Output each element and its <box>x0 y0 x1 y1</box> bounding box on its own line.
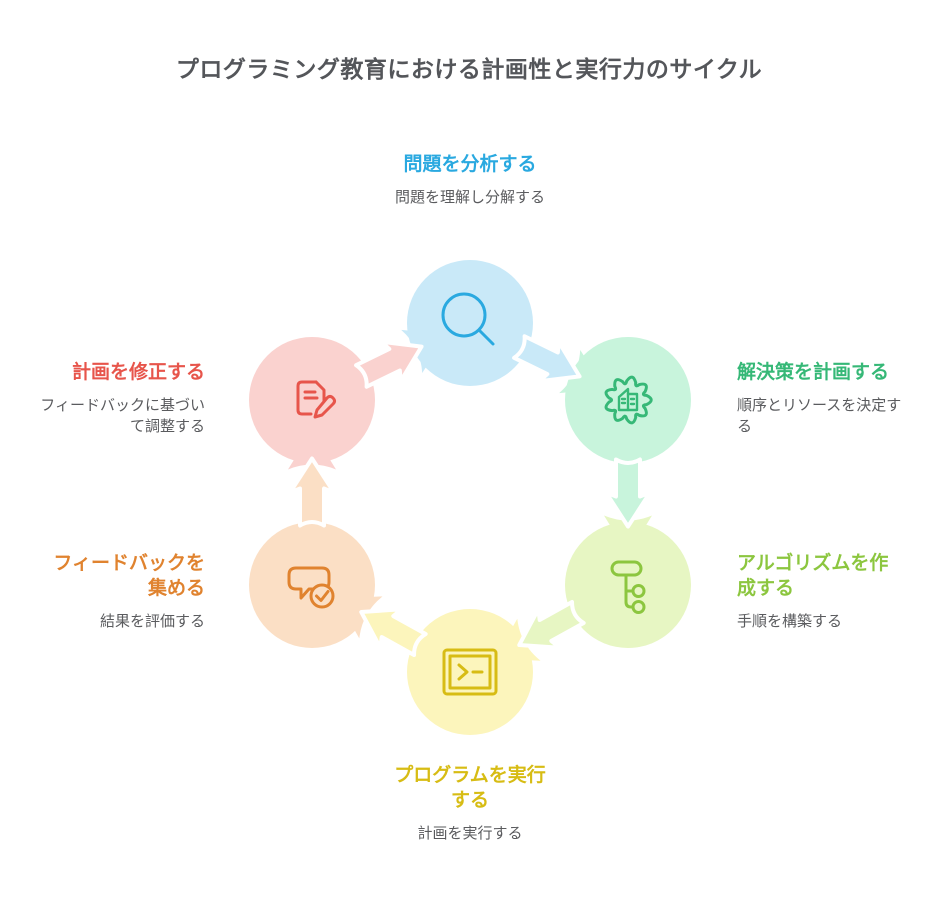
node-description-algorithm: 手順を構築する <box>737 612 843 631</box>
node-title-plan: 解決策を計画する <box>737 361 890 383</box>
node-description-execute: 計画を実行する <box>417 824 523 843</box>
node-label-execute: プログラムを実行する 計画を実行する <box>390 763 550 844</box>
page-title: プログラミング教育における計画性と実行力のサイクル <box>175 57 763 83</box>
node-title-analyze: 問題を分析する <box>403 153 537 175</box>
node-label-revise: 計画を修正する フィードバックに基づいて調整する <box>39 360 205 437</box>
node-description-plan: 順序とリソースを決定する <box>737 396 902 436</box>
terminal-icon <box>442 648 498 696</box>
speech-check-icon <box>287 566 335 609</box>
node-label-feedback: フィードバックを集める 結果を評価する <box>39 551 205 632</box>
node-title-feedback: フィードバックを集める <box>53 552 205 600</box>
node-label-analyze: 問題を分析する 問題を理解し分解する <box>320 152 620 208</box>
arrow-feedback-to-revise <box>288 456 336 528</box>
node-circle-execute <box>407 609 533 735</box>
node-circles <box>249 260 691 735</box>
node-circle-feedback <box>249 522 375 648</box>
node-description-revise: フィードバックに基づいて調整する <box>40 396 205 436</box>
magnifier-icon <box>441 292 495 346</box>
node-title-execute: プログラムを実行する <box>394 764 546 812</box>
node-circle-revise <box>249 337 375 463</box>
flowchart-tree-icon <box>610 560 646 614</box>
node-label-algorithm: アルゴリズムを作成する 手順を構築する <box>737 551 903 632</box>
node-circle-algorithm <box>565 522 691 648</box>
node-description-analyze: 問題を理解し分解する <box>394 188 545 207</box>
pencil-body <box>313 395 336 419</box>
gear-ledger-icon <box>604 375 653 425</box>
node-description-feedback: 結果を評価する <box>99 612 205 631</box>
node-circle-analyze <box>407 260 533 386</box>
node-title-algorithm: アルゴリズムを作成する <box>737 552 889 600</box>
node-title-revise: 計画を修正する <box>71 361 205 383</box>
check-circle <box>309 583 335 609</box>
node-label-plan: 解決策を計画する 順序とリソースを決定する <box>737 360 903 437</box>
arrow-plan-to-algorithm <box>604 457 652 529</box>
document-pencil-icon <box>296 380 336 419</box>
